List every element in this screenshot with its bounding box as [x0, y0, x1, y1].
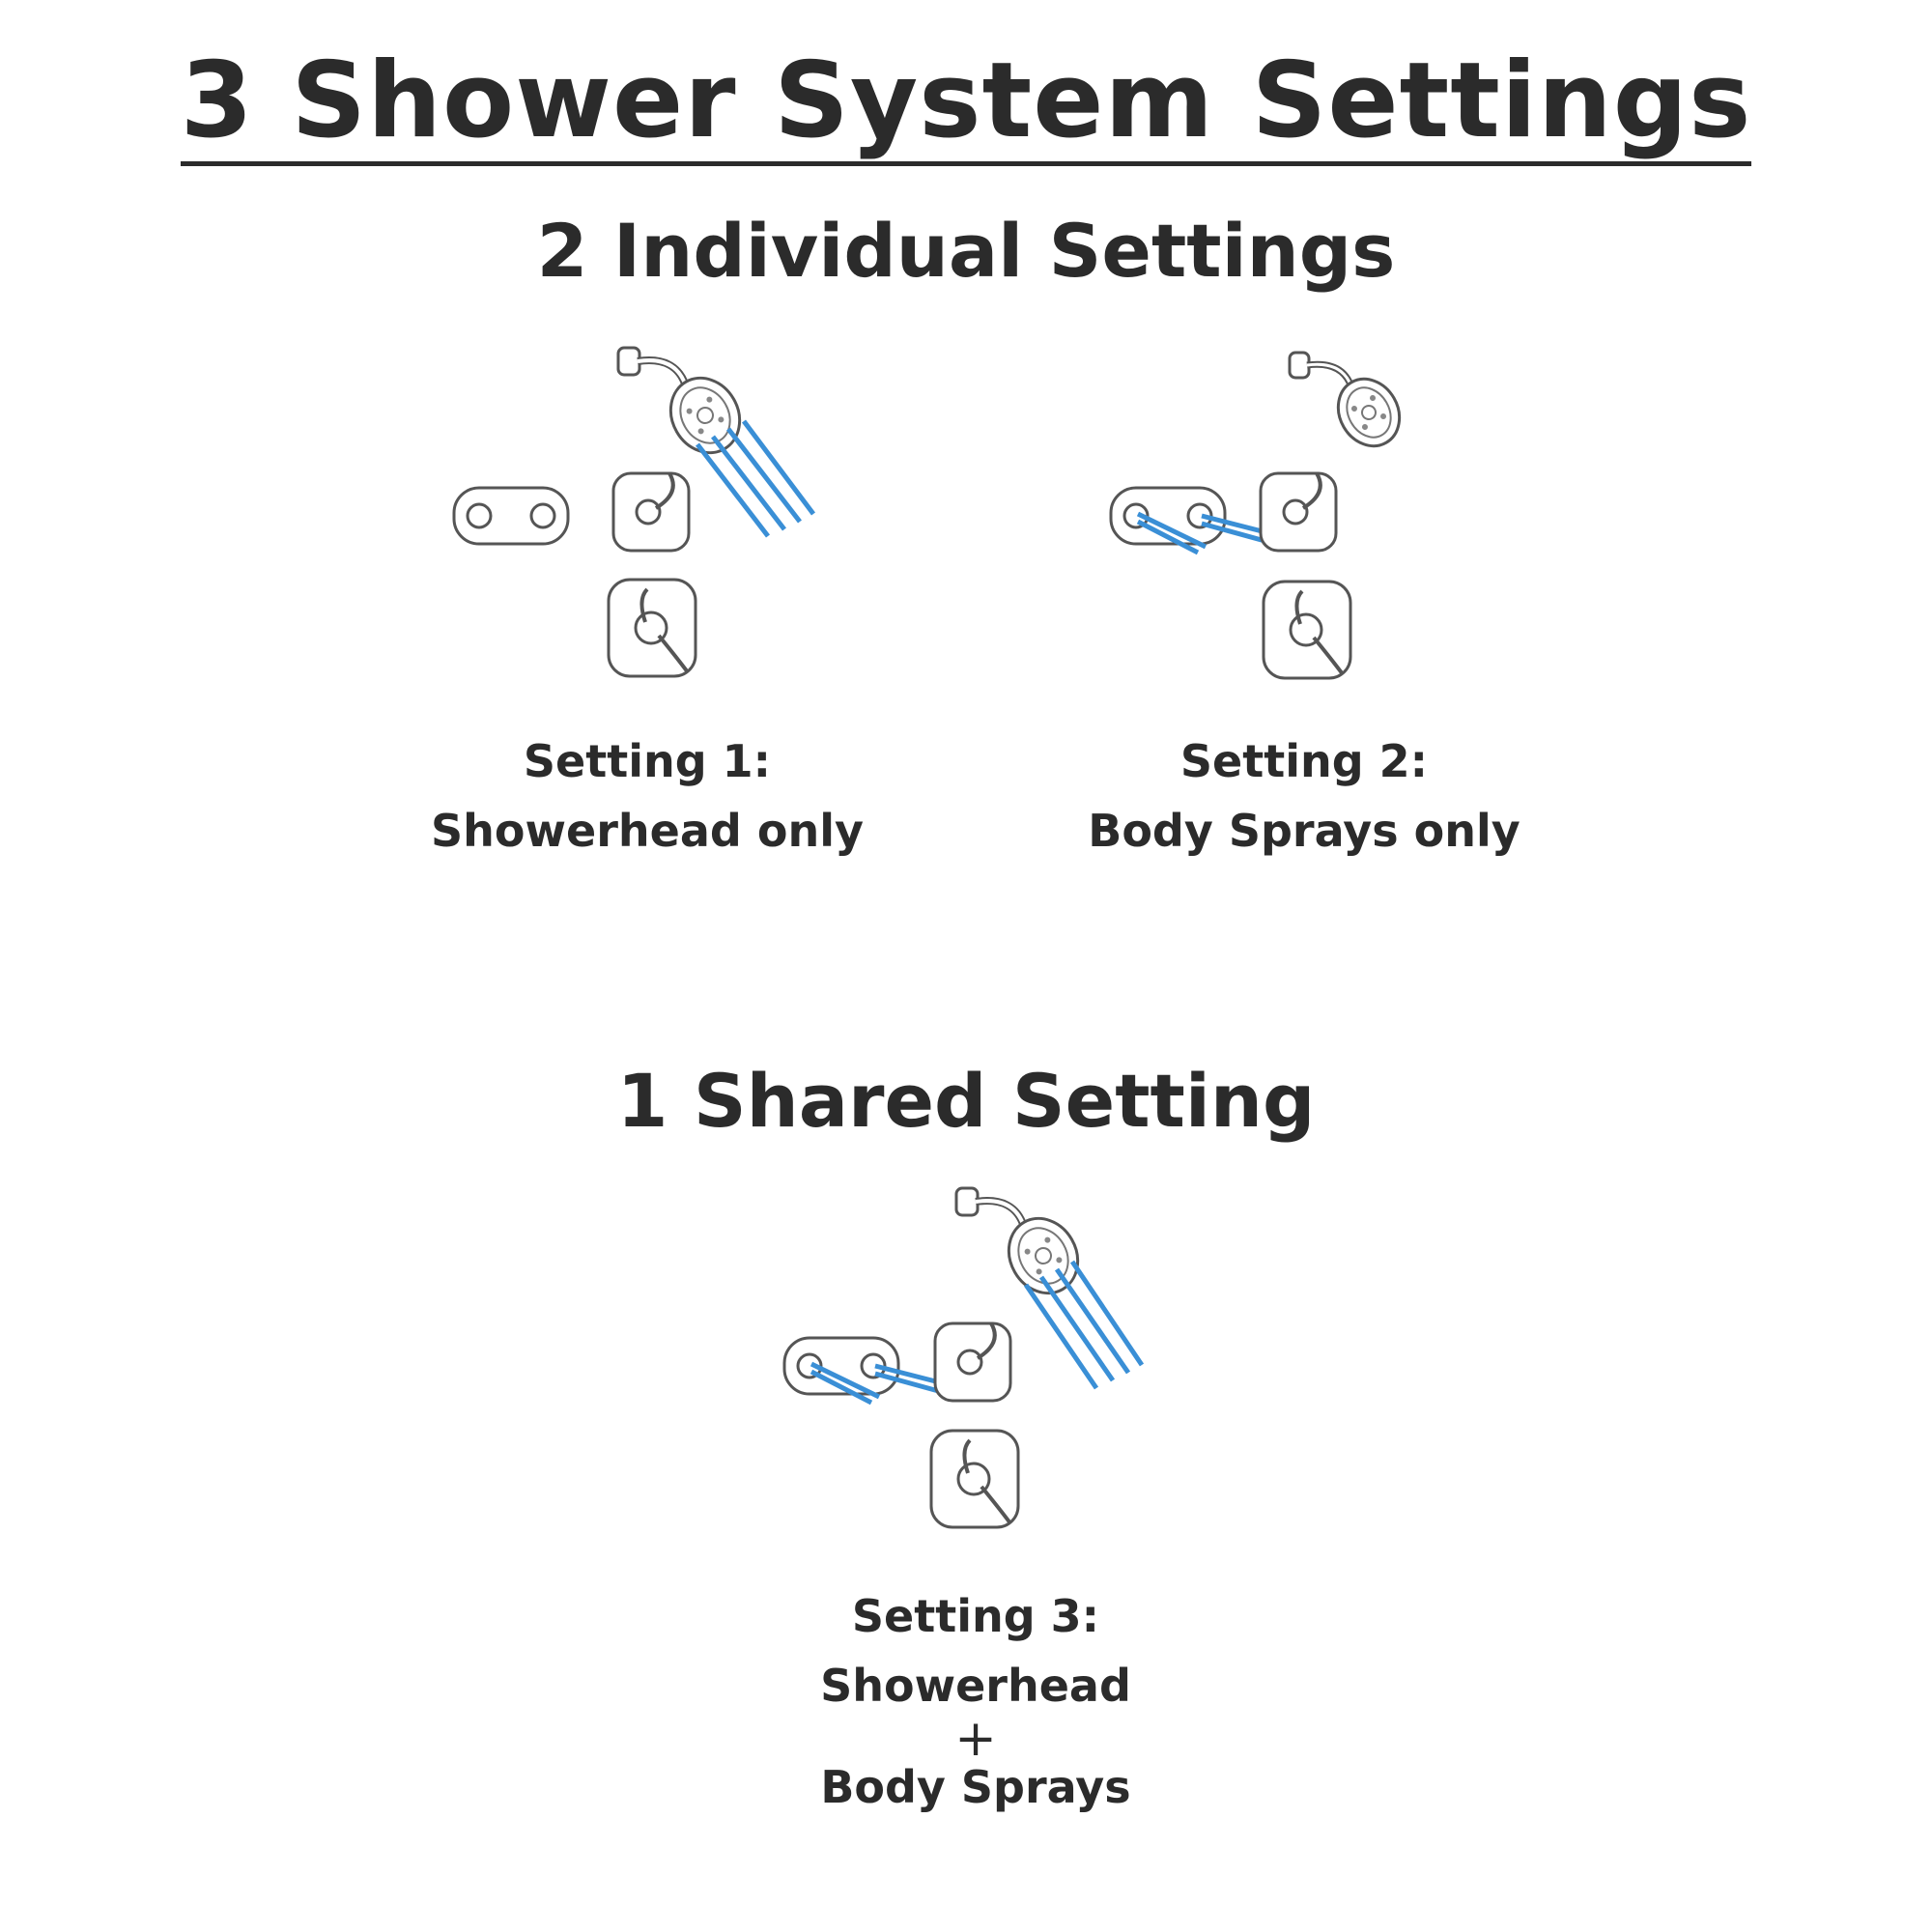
showerhead-icon [616, 346, 742, 455]
diverter-valve-icon [933, 1321, 1012, 1403]
diverter-valve-icon [1259, 471, 1338, 553]
body-spray-icon [452, 486, 570, 546]
setting-1-description: Showerhead only [431, 805, 864, 857]
mixing-valve-icon [607, 578, 697, 678]
setting-3-figure [782, 1186, 1145, 1529]
setting-2-caption: Setting 2: Body Sprays only [1063, 726, 1546, 866]
mixing-valve-icon [929, 1429, 1020, 1529]
showerhead-icon [1288, 351, 1402, 448]
body-spray-icon [782, 1336, 900, 1396]
setting-2-figure [1109, 351, 1402, 680]
mixing-valve-icon [1262, 580, 1352, 680]
setting-2-description: Body Sprays only [1088, 805, 1520, 857]
shared-setting-heading: 1 Shared Setting [616, 1058, 1316, 1144]
page-title: 3 Shower System Settings [0, 41, 1932, 166]
setting-2-heading: Setting 2: [1179, 735, 1429, 787]
setting-1-caption: Setting 1: Showerhead only [406, 726, 889, 866]
individual-settings-heading: 2 Individual Settings [536, 208, 1396, 294]
setting-1-heading: Setting 1: [523, 735, 772, 787]
water-stream-showerhead [696, 419, 815, 538]
setting-3-heading: Setting 3: [851, 1590, 1100, 1642]
water-stream-showerhead [1023, 1260, 1145, 1390]
setting-1-figure [452, 346, 815, 678]
diverter-valve-icon [611, 471, 691, 553]
setting-3-description-line2: Body Sprays [820, 1761, 1131, 1813]
plus-sign: + [954, 1710, 997, 1768]
setting-3-description-line1: Showerhead [820, 1660, 1131, 1712]
setting-3-caption: Setting 3: Showerhead + Body Sprays [724, 1581, 1227, 1817]
